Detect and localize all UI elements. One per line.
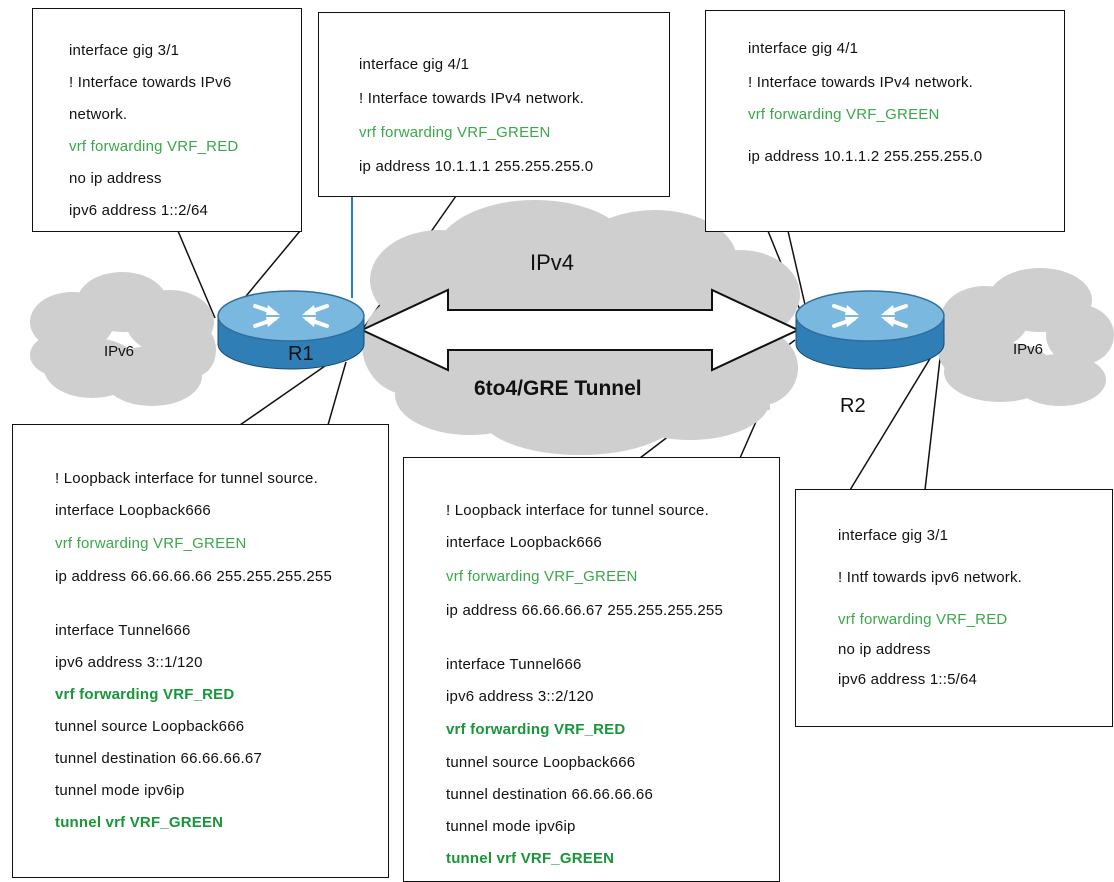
vrf-line: vrf forwarding VRF_GREEN <box>359 124 551 141</box>
config-line: interface Tunnel666 <box>55 622 191 639</box>
comment-line: ! Loopback interface for tunnel source. <box>55 470 318 487</box>
config-line: ipv6 address 1::2/64 <box>69 202 209 219</box>
config-line: tunnel destination 66.66.66.67 <box>55 750 262 767</box>
pointer-r2-gig41-b <box>787 230 807 310</box>
vrf-line: vrf forwarding VRF_RED <box>446 721 626 738</box>
config-line: ip address 66.66.66.67 255.255.255.255 <box>446 602 723 619</box>
router-label-r1: R1 <box>288 343 314 365</box>
callout-r2-tunnel: ! Loopback interface for tunnel source. … <box>403 457 780 882</box>
cloud-label-center: IPv4 <box>530 250 575 275</box>
config-line: interface Loopback666 <box>446 534 602 551</box>
config-line: ipv6 address 1::5/64 <box>838 671 978 688</box>
config-line: tunnel mode ipv6ip <box>55 782 185 799</box>
vrf-line: vrf forwarding VRF_RED <box>55 686 235 703</box>
config-line: interface gig 3/1 <box>69 42 180 59</box>
callout-r2-gig31: interface gig 3/1 ! Intf towards ipv6 ne… <box>795 489 1113 727</box>
pointer-r1-gig31-a <box>177 230 216 319</box>
config-line: interface gig 3/1 <box>838 527 949 544</box>
comment-line: network. <box>69 106 128 123</box>
vrf-line: vrf forwarding VRF_RED <box>838 611 1008 628</box>
config-line: ip address 10.1.1.2 255.255.255.0 <box>748 148 983 165</box>
config-line: interface gig 4/1 <box>748 40 859 57</box>
pointer-r2-gig31-a <box>849 351 935 491</box>
vrf-line: vrf forwarding VRF_GREEN <box>446 568 638 585</box>
config-line: interface gig 4/1 <box>359 56 470 73</box>
vrf-line: vrf forwarding VRF_GREEN <box>748 106 940 123</box>
router-icon <box>795 290 945 370</box>
vrf-line: tunnel vrf VRF_GREEN <box>55 814 224 831</box>
config-line: ipv6 address 3::1/120 <box>55 654 203 671</box>
config-line: interface Tunnel666 <box>446 656 582 673</box>
config-line: ipv6 address 3::2/120 <box>446 688 594 705</box>
cloud-label-right: IPv6 <box>1013 341 1044 358</box>
callout-r2-gig41: interface gig 4/1 ! Interface towards IP… <box>705 10 1065 232</box>
pointer-r2-gig31-b <box>924 349 942 491</box>
cloud-icon <box>30 200 1114 455</box>
vrf-line: vrf forwarding VRF_RED <box>69 138 239 155</box>
vrf-line: tunnel vrf VRF_GREEN <box>446 850 615 867</box>
config-line: interface Loopback666 <box>55 502 211 519</box>
config-line: tunnel mode ipv6ip <box>446 818 576 835</box>
comment-line: ! Interface towards IPv4 network. <box>359 90 585 107</box>
config-line: no ip address <box>838 641 931 658</box>
config-line: tunnel destination 66.66.66.66 <box>446 786 653 803</box>
callout-r1-tunnel: ! Loopback interface for tunnel source. … <box>12 424 389 878</box>
config-line: tunnel source Loopback666 <box>446 754 636 771</box>
cloud-label-left: IPv6 <box>104 343 135 360</box>
config-line: ip address 10.1.1.1 255.255.255.0 <box>359 158 594 175</box>
callout-r1-gig31: interface gig 3/1 ! Interface towards IP… <box>32 8 302 232</box>
vrf-line: vrf forwarding VRF_GREEN <box>55 535 247 552</box>
config-line: ip address 66.66.66.66 255.255.255.255 <box>55 568 332 585</box>
callout-r1-gig41: interface gig 4/1 ! Interface towards IP… <box>318 12 670 197</box>
router-label-r2: R2 <box>840 395 866 417</box>
comment-line: ! Intf towards ipv6 network. <box>838 569 1023 586</box>
comment-line: ! Loopback interface for tunnel source. <box>446 502 709 519</box>
comment-line: ! Interface towards IPv6 <box>69 74 232 91</box>
config-line: no ip address <box>69 170 162 187</box>
comment-line: ! Interface towards IPv4 network. <box>748 74 974 91</box>
tunnel-label: 6to4/GRE Tunnel <box>474 377 642 400</box>
pointer-r1-tunnel-b <box>327 361 347 426</box>
config-line: tunnel source Loopback666 <box>55 718 245 735</box>
router-icon <box>217 290 365 370</box>
